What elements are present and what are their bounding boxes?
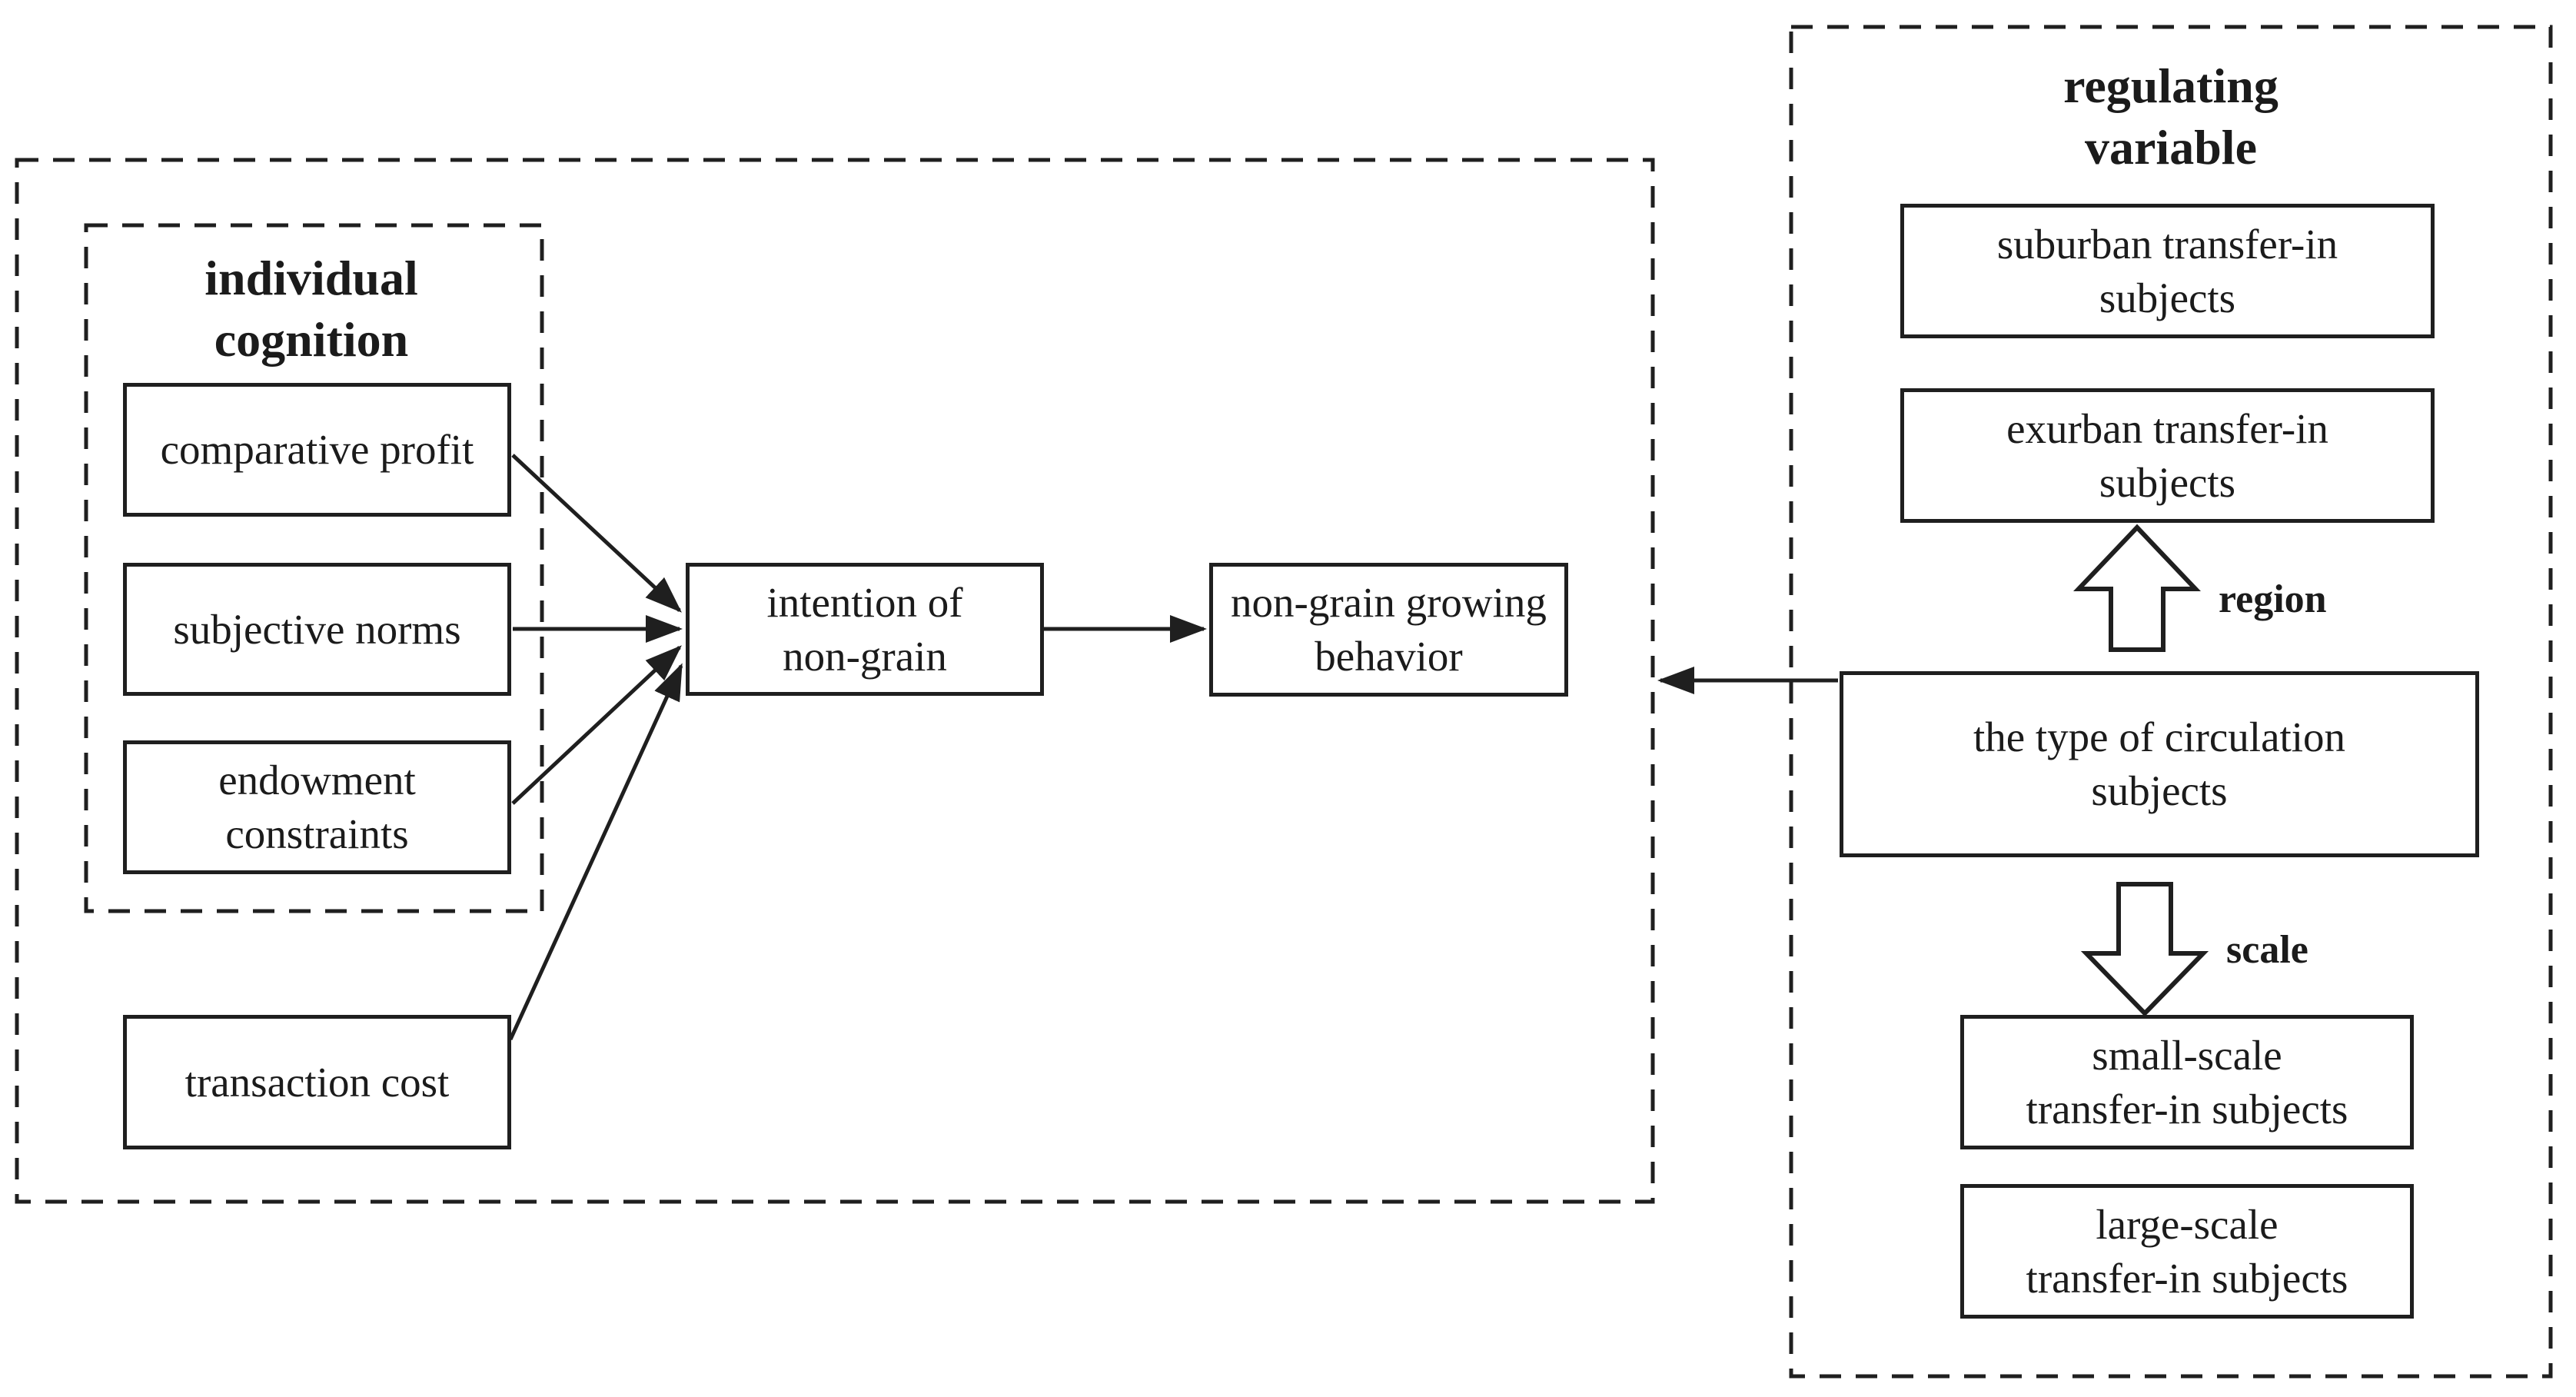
individual-cognition-title: individual cognition — [204, 251, 418, 367]
region-label: region — [2219, 577, 2327, 621]
scale-down-block-arrow-icon — [2080, 882, 2209, 1017]
subjective-norms-box: subjective norms — [123, 563, 511, 696]
type-of-circulation-subjects-box: the type of circulation subjects — [1840, 671, 2479, 857]
small-scale-transfer-in-subjects-box: small-scale transfer-in subjects — [1960, 1015, 2414, 1149]
regulating-variable-title: regulating variable — [2063, 58, 2279, 175]
large-scale-transfer-in-subjects-box: large-scale transfer-in subjects — [1960, 1184, 2414, 1319]
arrow-transaction-cost-to-intention — [508, 663, 683, 1041]
arrow-endowment-constraints-to-intention — [511, 645, 682, 805]
region-up-block-arrow-icon — [2073, 524, 2201, 652]
scale-label: scale — [2226, 928, 2308, 972]
intention-of-non-grain-box: intention of non-grain — [686, 563, 1044, 696]
suburban-transfer-in-subjects-box: suburban transfer-in subjects — [1900, 204, 2435, 338]
endowment-constraints-box: endowment constraints — [123, 740, 511, 874]
arrow-comparative-profit-to-intention — [511, 454, 682, 613]
transaction-cost-box: transaction cost — [123, 1015, 511, 1149]
non-grain-growing-behavior-box: non-grain growing behavior — [1209, 563, 1568, 697]
exurban-transfer-in-subjects-box: exurban transfer-in subjects — [1900, 388, 2435, 523]
comparative-profit-box: comparative profit — [123, 383, 511, 517]
